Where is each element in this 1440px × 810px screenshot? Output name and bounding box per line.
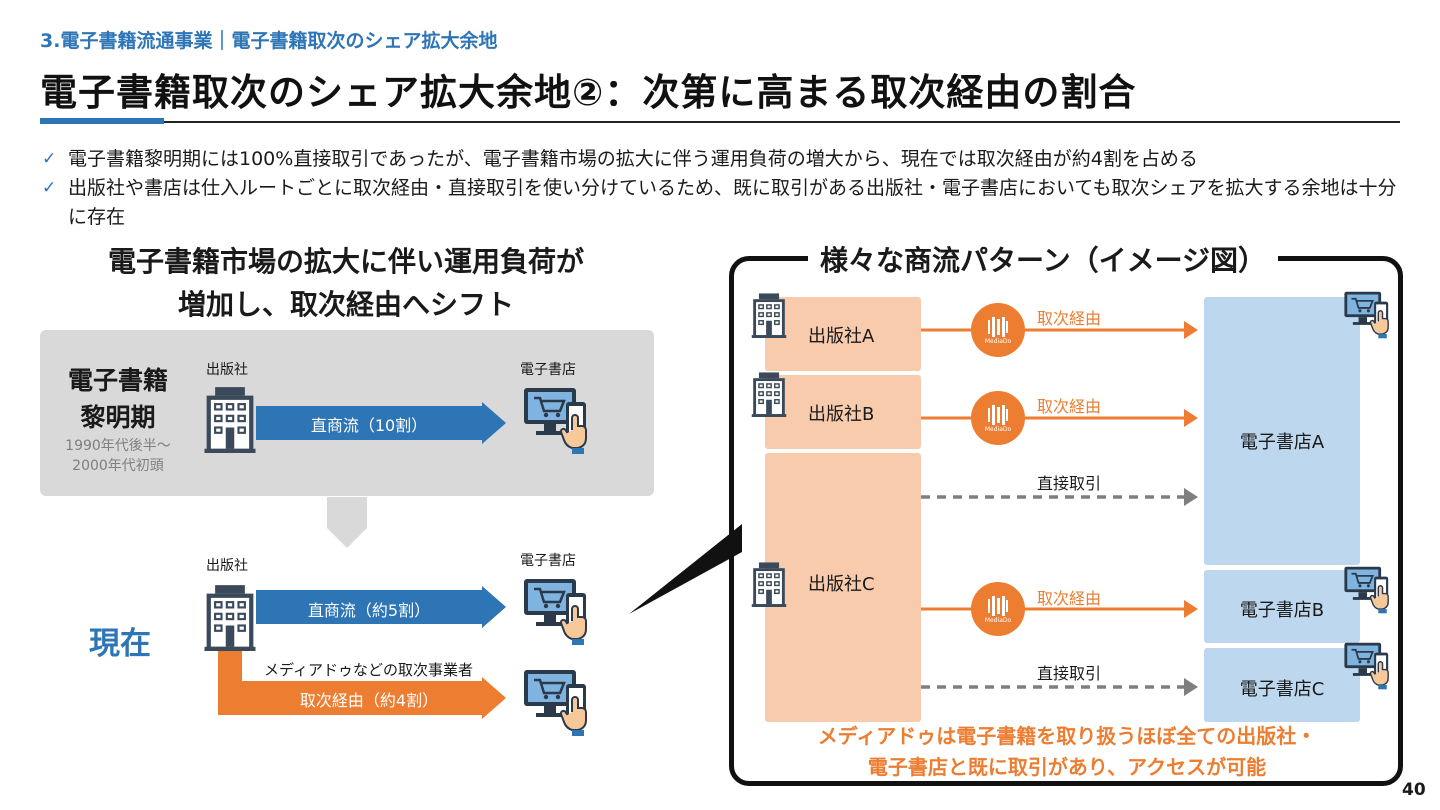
store-a-box xyxy=(1204,297,1360,565)
checkmark-icon: ✓ xyxy=(42,178,57,198)
route-c-direct-to-a-arrow xyxy=(921,488,1198,506)
early-era-years-line: 1990年代後半～ xyxy=(65,438,171,454)
computer-shopping-cart-icon xyxy=(1343,290,1390,340)
route-c-direct-label: 直接取引 xyxy=(1037,664,1102,683)
checkmark-icon: ✓ xyxy=(42,149,57,169)
publisher-b-box xyxy=(765,375,921,449)
bullet-text: 出版社や書店は仕入ルートごとに取次経由・直接取引を使い分けているため、既に取引が… xyxy=(68,177,1397,228)
publisher-c-label: 出版社C xyxy=(808,574,875,595)
route-c-distributor-label: 取次経由 xyxy=(1037,589,1102,608)
route-b-distributor-arrow xyxy=(921,409,1198,427)
publisher-b-label: 出版社B xyxy=(808,404,875,425)
mediado-logo-text: MediaDo xyxy=(984,617,1012,624)
early-era-years: 1990年代後半～ 2000年代初頭 xyxy=(52,436,184,476)
mediado-logo-icon: MediaDo xyxy=(971,303,1025,357)
now-distributor-arrow-label: 取次経由（約4割） xyxy=(299,691,439,710)
diagram-heading: 様々な商流パターン（イメージ図） xyxy=(808,239,1279,279)
store-c-label: 電子書店C xyxy=(1239,679,1325,700)
early-direct-arrow-label: 直商流（10割） xyxy=(310,416,428,435)
page-title: 電子書籍取次のシェア拡大余地②：次第に高まる取次経由の割合 xyxy=(40,71,1137,114)
shift-heading-line: 電子書籍市場の拡大に伴い運用負荷が xyxy=(107,245,584,278)
shift-heading-line: 増加し、取次経由へシフト xyxy=(177,288,514,321)
mediado-logo-text: MediaDo xyxy=(984,338,1012,345)
office-building-icon xyxy=(751,372,787,417)
now-publisher-label: 出版社 xyxy=(206,558,248,574)
mediado-access-note-line: メディアドゥは電子書籍を取り扱うほぼ全ての出版社・ xyxy=(817,724,1317,748)
office-building-icon xyxy=(751,293,787,338)
mediado-logo-icon: MediaDo xyxy=(971,582,1025,636)
early-era-title-line: 電子書籍 xyxy=(67,366,168,395)
publisher-a-box xyxy=(765,297,921,371)
office-building-icon xyxy=(751,562,787,607)
early-publisher-label: 出版社 xyxy=(206,362,248,378)
early-direct-arrow xyxy=(256,402,506,444)
now-store-label: 電子書店 xyxy=(520,553,576,569)
store-b-label: 電子書店B xyxy=(1239,600,1325,621)
store-b-box xyxy=(1204,570,1360,643)
route-c-direct-to-c-arrow xyxy=(921,678,1198,696)
bullet-item: ✓ 出版社や書店は仕入ルートごとに取次経由・直接取引を使い分けているため、既に取… xyxy=(40,174,1410,232)
early-store-label: 電子書店 xyxy=(520,362,576,378)
shift-heading: 電子書籍市場の拡大に伴い運用負荷が 増加し、取次経由へシフト xyxy=(40,240,652,326)
bullet-text: 電子書籍黎明期には100%直接取引であったが、電子書籍市場の拡大に伴う運用負荷の… xyxy=(68,148,1198,170)
now-direct-arrow-label: 直商流（約5割） xyxy=(307,601,431,620)
early-era-title: 電子書籍 黎明期 xyxy=(52,362,184,436)
route-a-distributor-label: 取次経由 xyxy=(1037,309,1102,328)
publisher-a-label: 出版社A xyxy=(808,326,875,347)
now-direct-arrow xyxy=(256,586,506,628)
mediado-logo-text: MediaDo xyxy=(984,426,1012,433)
publisher-c-box xyxy=(765,453,921,722)
transition-down-arrow xyxy=(327,497,367,548)
route-a-distributor-arrow xyxy=(921,321,1198,339)
page-number: 40 xyxy=(1402,780,1426,800)
title-accent-bar xyxy=(40,118,164,124)
title-divider xyxy=(40,121,1400,123)
route-b-distributor-label: 取次経由 xyxy=(1037,397,1102,416)
now-distributor-arrow xyxy=(218,651,506,719)
bullet-item: ✓ 電子書籍黎明期には100%直接取引であったが、電子書籍市場の拡大に伴う運用負… xyxy=(40,145,1410,174)
distributor-example-label: メディアドゥなどの取次事業者 xyxy=(264,661,473,679)
current-era-title: 現在 xyxy=(89,626,151,662)
route-c-direct-label: 直接取引 xyxy=(1037,474,1102,493)
callout-pointer xyxy=(629,524,742,614)
route-c-distributor-arrow xyxy=(921,600,1198,618)
mediado-access-note-line: 電子書店と既に取引があり、アクセスが可能 xyxy=(867,755,1267,779)
bullet-list: ✓ 電子書籍黎明期には100%直接取引であったが、電子書籍市場の拡大に伴う運用負… xyxy=(40,145,1410,232)
early-era-title-line: 黎明期 xyxy=(80,403,156,432)
store-a-label: 電子書店A xyxy=(1239,432,1325,453)
early-era-years-line: 2000年代初頭 xyxy=(72,458,164,474)
mediado-logo-icon: MediaDo xyxy=(971,391,1025,445)
store-c-box xyxy=(1204,648,1360,722)
section-label: 3.電子書籍流通事業｜電子書籍取次のシェア拡大余地 xyxy=(40,30,498,52)
mediado-access-note: メディアドゥは電子書籍を取り扱うほぼ全ての出版社・ 電子書店と既に取引があり、ア… xyxy=(736,721,1398,783)
